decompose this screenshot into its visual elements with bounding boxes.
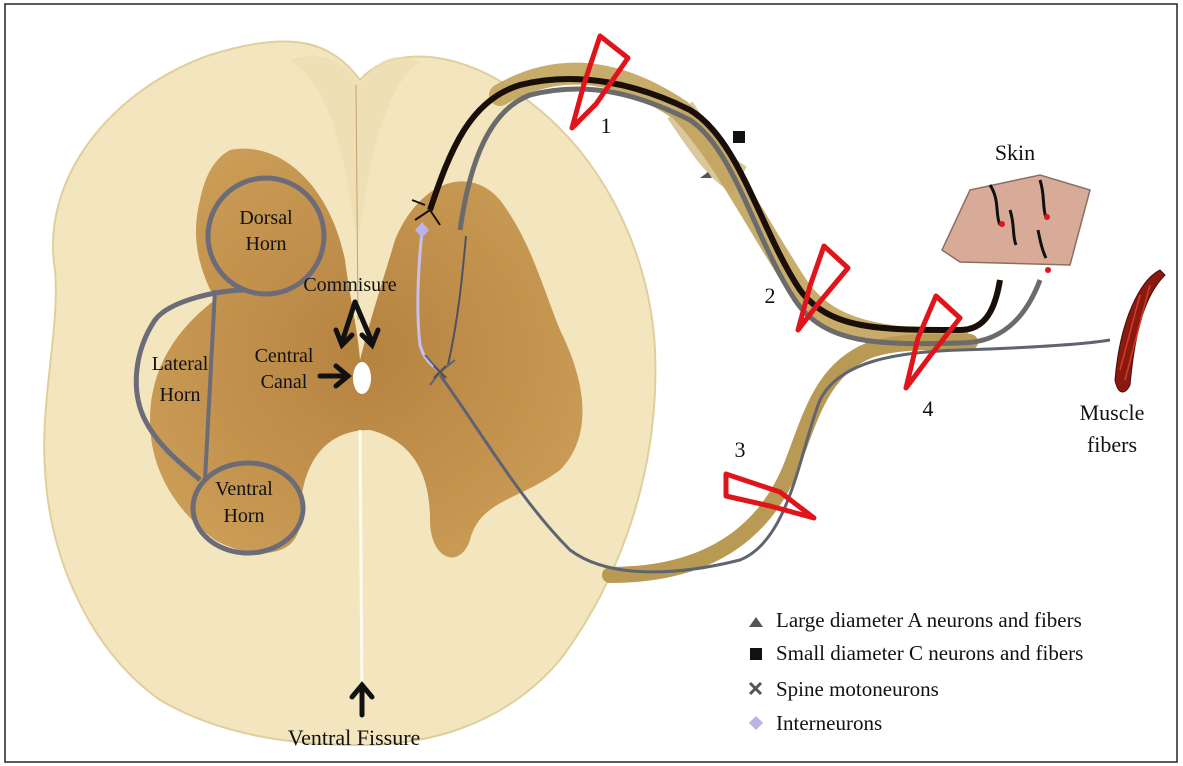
ventral-fissure-line xyxy=(360,430,362,700)
central-canal xyxy=(353,362,371,394)
skin-patch xyxy=(942,175,1090,273)
legend-label-interneurons: Interneurons xyxy=(776,711,882,735)
legend-triangle-icon xyxy=(749,617,763,627)
marker-number-3: 3 xyxy=(735,437,746,462)
ventral-fissure-label: Ventral Fissure xyxy=(288,725,421,750)
dorsal-horn-label-1: Dorsal xyxy=(239,207,293,229)
c-neuron-body-icon xyxy=(733,131,745,143)
muscle-label-2: fibers xyxy=(1087,432,1137,457)
legend-label-motoneurons: Spine motoneurons xyxy=(776,677,939,701)
commisure-label: Commisure xyxy=(303,274,396,296)
marker-number-2: 2 xyxy=(765,283,776,308)
lateral-horn-label-2: Horn xyxy=(159,384,200,406)
legend-label-a-neurons: Large diameter A neurons and fibers xyxy=(776,608,1082,632)
muscle-label-1: Muscle xyxy=(1080,400,1145,425)
dorsal-horn-label-2: Horn xyxy=(245,233,286,255)
legend-cross-icon xyxy=(750,683,761,694)
marker-number-4: 4 xyxy=(923,396,934,421)
legend-square-icon xyxy=(750,648,762,660)
legend-diamond-icon xyxy=(749,716,763,730)
marker-number-1: 1 xyxy=(601,113,612,138)
central-canal-label-1: Central xyxy=(255,345,314,367)
central-canal-label-2: Canal xyxy=(261,371,308,393)
ventral-horn-label-1: Ventral xyxy=(215,478,273,500)
ventral-horn-label-2: Horn xyxy=(223,505,264,527)
skin-label: Skin xyxy=(995,140,1035,165)
muscle-fibers xyxy=(1115,270,1165,392)
legend-label-c-neurons: Small diameter C neurons and fibers xyxy=(776,641,1083,665)
lateral-horn-label-1: Lateral xyxy=(152,353,209,375)
legend: Large diameter A neurons and fibers Smal… xyxy=(749,608,1083,735)
